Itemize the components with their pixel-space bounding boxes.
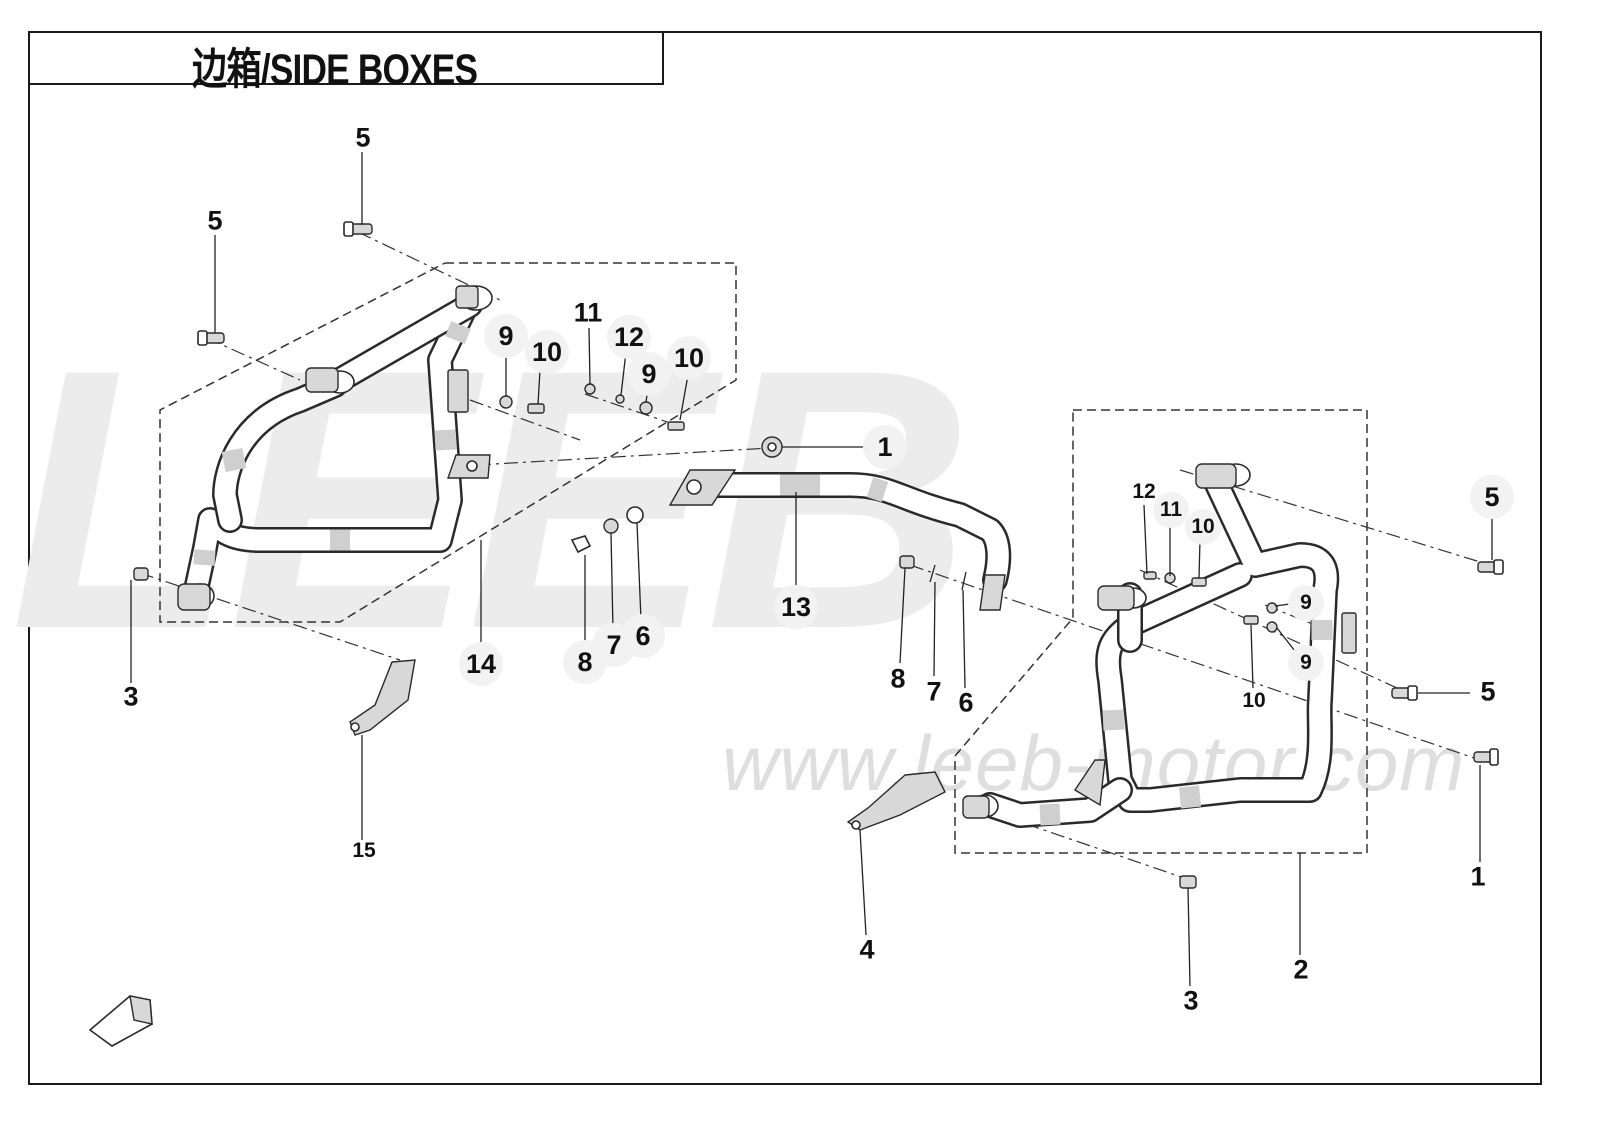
callout-9: 9: [627, 352, 671, 396]
diagram-frame: [28, 31, 1542, 1085]
callout-12: 12: [607, 315, 651, 359]
callout-11: 11: [1153, 492, 1189, 528]
forward-direction-icon: [88, 995, 153, 1047]
watermark-letters: LEEB: [10, 293, 973, 706]
right-assembly-box: [954, 409, 1368, 854]
callout-3: 3: [123, 681, 139, 712]
callout-5: 5: [1480, 676, 1496, 707]
callout-8: 8: [890, 663, 906, 694]
callout-10: 10: [525, 330, 569, 374]
callout-6: 6: [958, 687, 974, 718]
callout-11: 11: [573, 297, 603, 328]
callout-1: 1: [863, 425, 907, 469]
callout-1: 1: [1470, 861, 1486, 892]
callout-6: 6: [621, 614, 665, 658]
callout-14: 14: [459, 642, 503, 686]
callout-5: 5: [355, 122, 371, 153]
callout-5: 5: [1470, 475, 1514, 519]
callout-5: 5: [207, 205, 223, 236]
callout-10: 10: [1185, 509, 1221, 545]
left-side-box-frame: [177, 285, 493, 611]
callout-9: 9: [1288, 585, 1324, 621]
callout-2: 2: [1293, 954, 1309, 985]
callout-13: 13: [774, 585, 818, 629]
callout-10: 10: [1242, 689, 1266, 712]
right-side-box-frame: [962, 463, 1357, 828]
callout-9: 9: [1288, 645, 1324, 681]
title-box: 边箱/SIDE BOXES: [28, 31, 664, 94]
callout-12: 12: [1132, 480, 1156, 503]
left-assembly-box: [159, 262, 737, 623]
rear-cross-bar: [668, 469, 1012, 611]
callout-4: 4: [859, 934, 875, 965]
hardware: [88, 221, 1504, 1047]
callout-15: 15: [352, 839, 376, 862]
callout-9: 9: [484, 314, 528, 358]
callout-3: 3: [1183, 985, 1199, 1016]
callout-10: 10: [667, 336, 711, 380]
callout-7: 7: [926, 676, 942, 707]
leader-lines: [130, 152, 1493, 987]
page-title: 边箱/SIDE BOXES: [192, 46, 478, 94]
